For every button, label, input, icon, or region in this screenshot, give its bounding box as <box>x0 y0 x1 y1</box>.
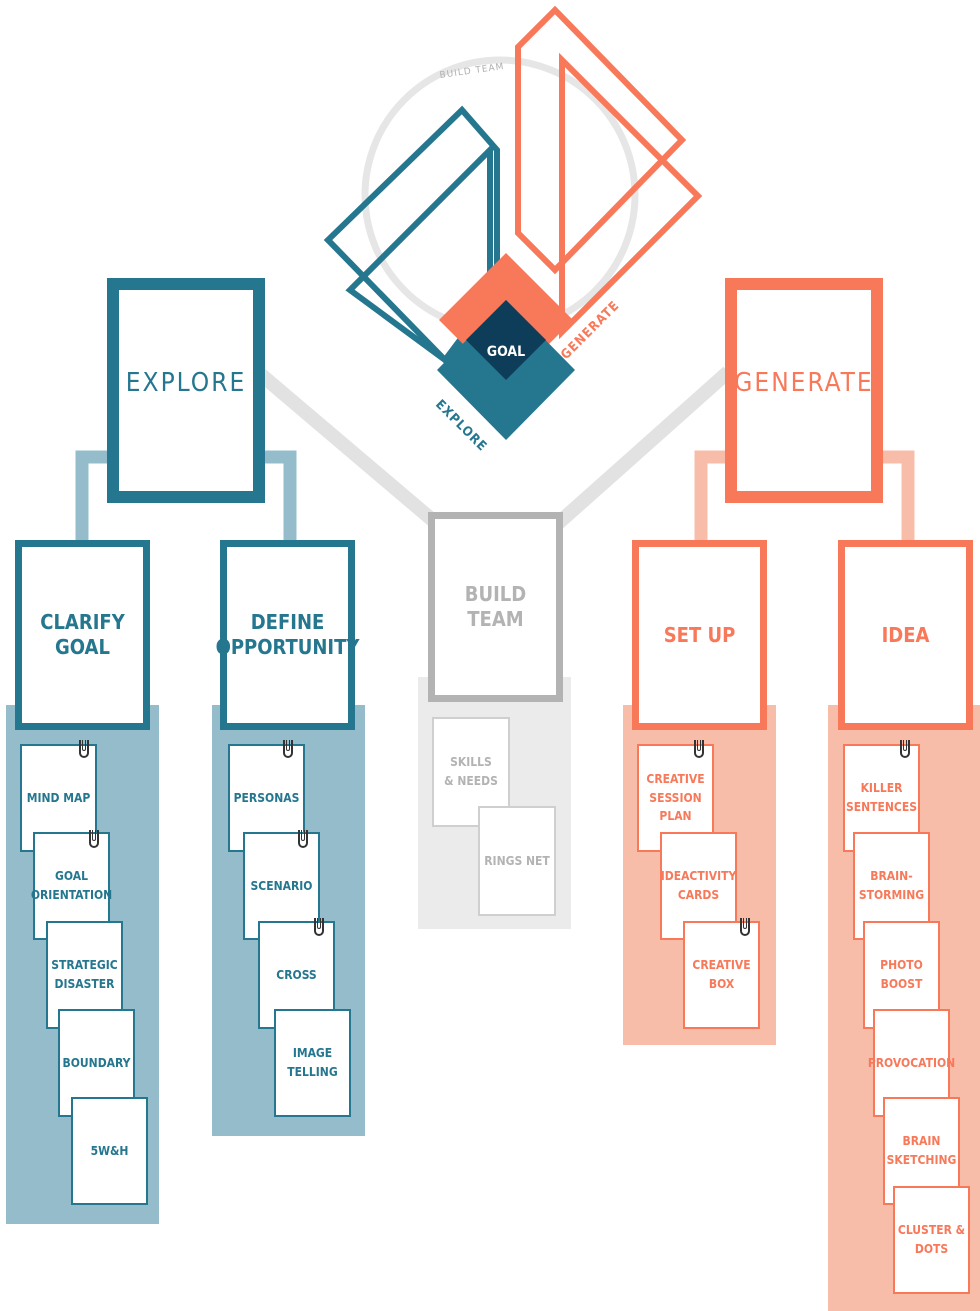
card-creative-box[interactable]: CREATIVE BOX <box>683 921 760 1029</box>
paperclip-icon <box>79 740 89 758</box>
explore-box <box>107 278 265 503</box>
clarify-goal-box <box>15 540 150 730</box>
explore-title: EXPLORE <box>125 367 247 398</box>
card-image-telling[interactable]: IMAGE TELLING <box>274 1009 351 1117</box>
generate-box <box>725 278 883 503</box>
goal-label: GOAL <box>487 344 525 360</box>
card-cluster-dots[interactable]: CLUSTER & DOTS <box>893 1186 970 1294</box>
idea-box <box>838 540 973 730</box>
clarify-goal-title: CLARIFY GOAL <box>40 610 125 659</box>
set-up-box <box>632 540 767 730</box>
card-5w-h[interactable]: 5W&H <box>71 1097 148 1205</box>
generate-outline-2 <box>559 52 703 340</box>
generate-title: GENERATE <box>734 367 874 398</box>
build-team-title: BUILD TEAM <box>464 582 527 631</box>
set-up-title: SET UP <box>663 622 736 647</box>
define-opportunity-title: DEFINE OPPORTUNITY <box>215 610 360 659</box>
generate-outline-1 <box>515 5 687 275</box>
define-opportunity-box <box>220 540 355 730</box>
paperclip-icon <box>740 918 750 936</box>
goal-square <box>466 300 546 380</box>
paperclip-icon <box>694 740 704 758</box>
paperclip-icon <box>900 740 910 758</box>
paperclip-icon <box>298 830 308 848</box>
paperclip-icon <box>283 740 293 758</box>
explore-to-team-line <box>253 366 455 541</box>
paperclip-icon <box>89 830 99 848</box>
generate-to-team-line <box>540 366 733 541</box>
goal-logo: GOAL BUILD TEAM EXPLORE GENERATE <box>323 5 703 455</box>
build-team-box <box>428 512 563 702</box>
paperclip-icon <box>314 918 324 936</box>
idea-title: IDEA <box>881 622 930 647</box>
card-rings-net[interactable]: RINGS NET <box>478 806 556 916</box>
